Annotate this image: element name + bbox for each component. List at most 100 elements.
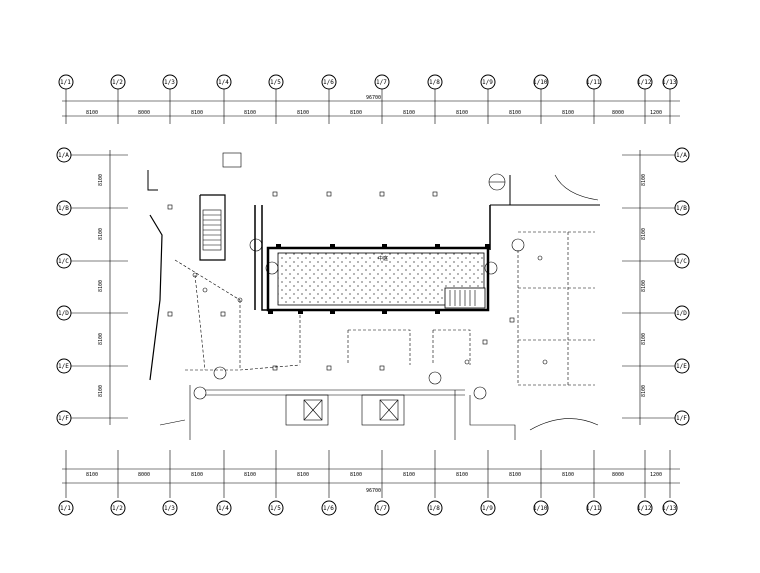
- axis-bubble-right-d: 1/D: [674, 305, 690, 321]
- axis-label: 1/5: [270, 505, 281, 512]
- axis-bubble-right-c: 1/C: [674, 253, 690, 269]
- axis-label: 1/12: [637, 79, 652, 86]
- axis-bubble-top-4: 1/4: [216, 74, 232, 90]
- dim-label: 8100: [456, 472, 468, 478]
- axis-label: 1/D: [58, 310, 69, 317]
- dim-label: 8100: [244, 110, 256, 116]
- axis-label: 1/3: [164, 79, 175, 86]
- axis-bubble-bottom-10: 1/10: [533, 500, 549, 516]
- columns: [268, 244, 490, 314]
- dim-label: 8100: [562, 110, 574, 116]
- dim-label: 8100: [641, 228, 647, 240]
- dim-label: 8100: [641, 280, 647, 292]
- axis-label: 1/8: [429, 79, 440, 86]
- dim-label: 8100: [297, 472, 309, 478]
- atrium: 中庭: [266, 246, 490, 312]
- dim-label: 8100: [98, 333, 104, 345]
- dim-label: 8100: [244, 472, 256, 478]
- axis-label: 1/A: [676, 152, 687, 159]
- dim-label: 8100: [98, 228, 104, 240]
- axis-bubble-top-7: 1/7: [374, 74, 390, 90]
- axis-label: 1/B: [58, 205, 69, 212]
- axis-bubble-left-d: 1/D: [56, 305, 72, 321]
- axis-bubble-bottom-5: 1/5: [268, 500, 284, 516]
- axis-bubble-top-8: 1/8: [427, 74, 443, 90]
- axis-label: 1/8: [429, 505, 440, 512]
- axis-label: 1/11: [586, 79, 601, 86]
- axis-bubble-left-a: 1/A: [56, 147, 72, 163]
- right-dimension-lines: 8100 8100 8100 8100 8100: [622, 150, 675, 425]
- axis-label: 1/2: [112, 505, 123, 512]
- atrium-label: 中庭: [378, 255, 388, 262]
- dim-label: 8100: [456, 110, 468, 116]
- left-axis-bubbles: 1/A 1/B 1/C 1/D 1/E 1/F: [56, 147, 72, 426]
- axis-bubble-bottom-9: 1/9: [480, 500, 496, 516]
- axis-bubble-bottom-7: 1/7: [374, 500, 390, 516]
- axis-label: 1/D: [676, 310, 687, 317]
- dim-label: 8100: [86, 110, 98, 116]
- axis-bubble-left-f: 1/F: [56, 410, 72, 426]
- axis-label: 1/7: [376, 79, 387, 86]
- stair-cores: [202, 209, 405, 426]
- bottom-axis-bubbles: 1/1 1/2 1/3 1/4 1/5 1/6 1/7 1/8 1/9 1/10…: [58, 500, 678, 516]
- axis-bubble-bottom-1: 1/1: [58, 500, 74, 516]
- axis-label: 1/F: [676, 415, 687, 422]
- axis-bubble-bottom-3: 1/3: [162, 500, 178, 516]
- axis-bubble-left-b: 1/B: [56, 200, 72, 216]
- top-dimension-lines: 96700 8100 8000 8100 8100 8100 8100 8100…: [62, 89, 680, 124]
- axis-bubble-top-12: 1/12: [637, 74, 653, 90]
- axis-label: 1/E: [58, 363, 69, 370]
- dim-label: 8100: [509, 110, 521, 116]
- dim-label: 8100: [191, 472, 203, 478]
- dim-label: 8100: [403, 472, 415, 478]
- axis-bubble-right-b: 1/B: [674, 200, 690, 216]
- dim-label: 8000: [612, 110, 624, 116]
- axis-label: 1/E: [676, 363, 687, 370]
- axis-label: 1/11: [586, 505, 601, 512]
- axis-label: 1/7: [376, 505, 387, 512]
- axis-label: 1/6: [323, 79, 334, 86]
- axis-bubble-top-2: 1/2: [110, 74, 126, 90]
- axis-bubble-top-13: 1/13: [662, 74, 678, 90]
- axis-label: 1/C: [58, 258, 69, 265]
- axis-bubble-bottom-13: 1/13: [662, 500, 678, 516]
- axis-bubble-bottom-6: 1/6: [321, 500, 337, 516]
- dim-label: 8100: [98, 174, 104, 186]
- axis-bubble-right-e: 1/E: [674, 358, 690, 374]
- axis-bubble-right-a: 1/A: [674, 147, 690, 163]
- axis-label: 1/5: [270, 79, 281, 86]
- axis-label: 1/4: [218, 505, 229, 512]
- dim-label: 8100: [98, 385, 104, 397]
- top-axis-bubbles: 1/1 1/2 1/3 1/4 1/5 1/6 1/7 1/8 1/9 1/10…: [58, 74, 678, 90]
- axis-label: 1/2: [112, 79, 123, 86]
- ceiling-fixtures: [167, 191, 595, 386]
- axis-label: 1/9: [482, 505, 493, 512]
- axis-label: 1/A: [58, 152, 69, 159]
- top-total-dim: 96700: [366, 95, 381, 101]
- axis-label: 1/10: [533, 505, 548, 512]
- axis-bubble-top-10: 1/10: [533, 74, 549, 90]
- axis-label: 1/C: [676, 258, 687, 265]
- axis-label: 1/13: [662, 79, 677, 86]
- dim-label: 8100: [86, 472, 98, 478]
- dim-label: 8100: [98, 280, 104, 292]
- dim-label: 1200: [650, 110, 662, 116]
- axis-bubble-bottom-11: 1/11: [586, 500, 602, 516]
- axis-bubble-top-9: 1/9: [480, 74, 496, 90]
- axis-bubble-top-6: 1/6: [321, 74, 337, 90]
- axis-label: 1/B: [676, 205, 687, 212]
- axis-label: 1/9: [482, 79, 493, 86]
- axis-label: 1/3: [164, 505, 175, 512]
- dim-label: 8000: [612, 472, 624, 478]
- axis-bubble-bottom-4: 1/4: [216, 500, 232, 516]
- axis-bubble-bottom-2: 1/2: [110, 500, 126, 516]
- left-dimension-lines: 8100 8100 8100 8100 8100: [71, 150, 128, 425]
- dim-label: 8100: [641, 385, 647, 397]
- dim-label: 8100: [350, 110, 362, 116]
- dim-label: 8000: [138, 472, 150, 478]
- axis-bubble-right-f: 1/F: [674, 410, 690, 426]
- axis-bubble-bottom-12: 1/12: [637, 500, 653, 516]
- dim-label: 8100: [191, 110, 203, 116]
- axis-label: 1/1: [60, 79, 71, 86]
